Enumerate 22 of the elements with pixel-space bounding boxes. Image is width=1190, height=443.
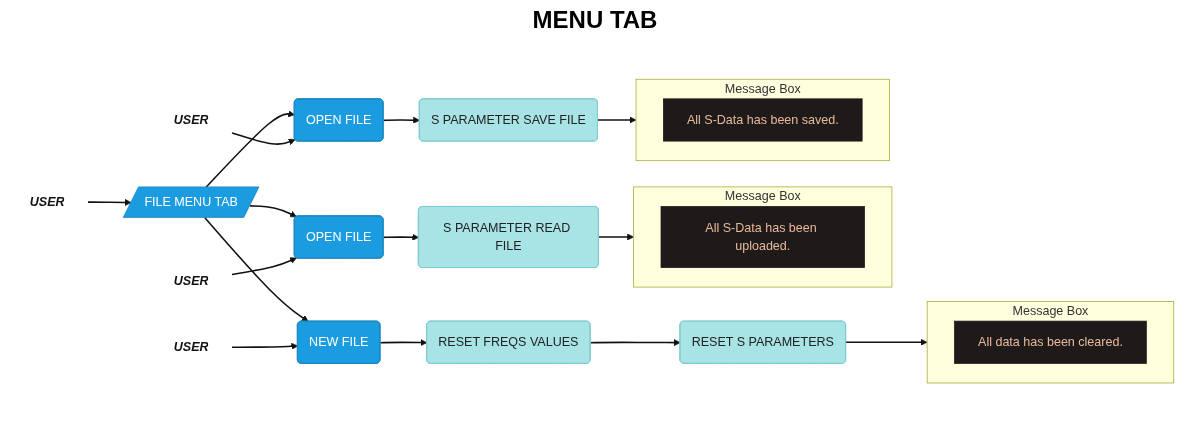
arrow	[596, 116, 637, 124]
arrow	[204, 216, 309, 322]
arrow	[589, 339, 681, 346]
arrow	[597, 233, 634, 241]
node-box: All data has been cleared.	[954, 320, 1147, 364]
arrow	[379, 339, 428, 346]
node-text: USER	[173, 112, 209, 127]
arrow	[87, 198, 132, 206]
arrow	[844, 338, 928, 346]
node-text: USER	[173, 274, 209, 288]
arrow	[231, 342, 299, 350]
node-box: All S-Data has been uploaded.	[660, 205, 865, 268]
node-box: All S-Data has been saved.	[663, 98, 863, 142]
arrow	[382, 233, 420, 241]
arrow	[382, 116, 420, 124]
arrow	[205, 110, 295, 188]
diagram-title: MENU TAB	[531, 6, 659, 34]
node-text: USER	[173, 339, 209, 354]
arrow	[231, 257, 297, 276]
arrow	[231, 132, 296, 146]
arrow	[249, 205, 297, 218]
node-text: USER	[29, 194, 65, 209]
